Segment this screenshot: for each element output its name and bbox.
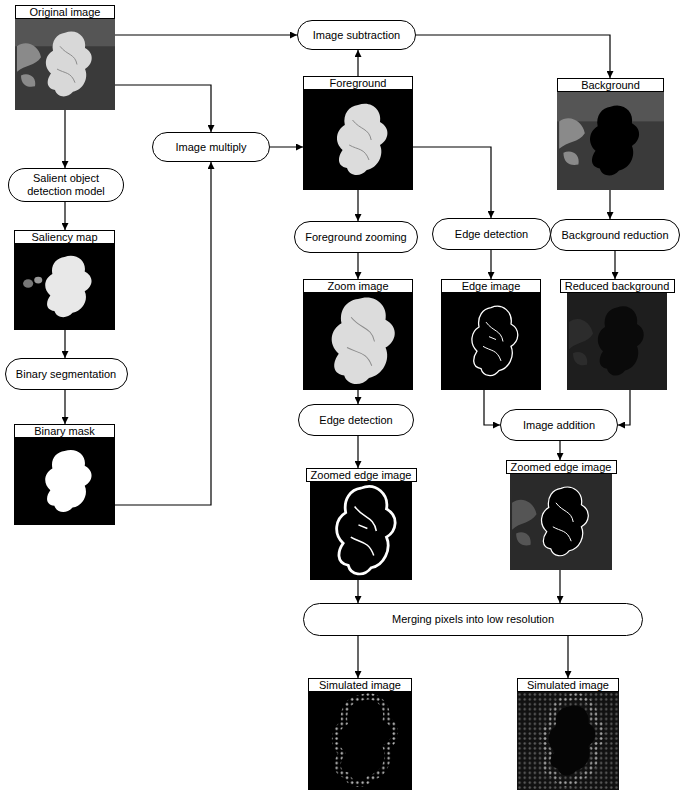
simulated-photo	[308, 692, 412, 790]
zoomed-edge-photo	[310, 482, 412, 580]
process-label: Binary segmentation	[16, 368, 116, 381]
process-box: Salient object detection model	[8, 168, 124, 202]
image-panel: Zoomed edge image	[510, 460, 612, 570]
arrow-connector	[618, 390, 630, 425]
image-panel: Saliency map	[14, 230, 115, 330]
process-box: Merging pixels into low resolution	[303, 603, 643, 636]
process-box: Edge detection	[432, 218, 551, 250]
panel-heading: Reduced background	[560, 279, 675, 293]
process-box: Binary segmentation	[5, 358, 128, 390]
panel-heading: Simulated image	[308, 678, 412, 692]
arrow-connector	[270, 146, 303, 147]
image-panel: Foreground	[303, 76, 413, 190]
arrow-connector	[559, 441, 560, 460]
saliency-map	[14, 244, 115, 330]
panel-heading: Binary mask	[14, 424, 115, 438]
image-panel: Simulated image	[308, 678, 412, 790]
panel-heading: Original image	[15, 5, 115, 19]
arrow-connector	[357, 253, 358, 279]
panel-heading: Background	[557, 78, 664, 92]
arrow-connector	[484, 390, 500, 425]
arrow-connector	[357, 390, 358, 404]
edge-photo	[441, 293, 541, 390]
arrow-connector	[559, 570, 560, 603]
process-box: Image addition	[500, 409, 618, 441]
arrow-connector	[64, 390, 65, 424]
image-panel: Background	[557, 78, 664, 190]
foreground-photo	[303, 90, 413, 190]
arrow-connector	[614, 251, 615, 279]
process-label: Merging pixels into low resolution	[392, 613, 554, 626]
process-label: Image addition	[523, 419, 595, 432]
process-box: Foreground zooming	[294, 221, 418, 253]
image-panel: Edge image	[441, 279, 541, 390]
arrow-connector	[413, 147, 491, 218]
process-box: Image subtraction	[297, 20, 416, 50]
panel-heading: Zoomed edge image	[506, 460, 617, 474]
image-panel: Binary mask	[14, 424, 115, 525]
panel-heading: Zoomed edge image	[306, 468, 417, 482]
arrow-connector	[64, 110, 65, 168]
image-panel: Reduced background	[567, 279, 667, 390]
binary-mask	[14, 438, 115, 525]
arrow-connector	[567, 636, 568, 678]
arrow-connector	[64, 202, 65, 230]
zoomed-edge-photo	[510, 474, 612, 570]
zoom-photo	[303, 293, 413, 390]
arrow-connector	[357, 580, 358, 603]
arrow-connector	[115, 85, 211, 132]
process-box: Background reduction	[550, 219, 680, 251]
process-label: Salient object detection model	[17, 172, 115, 198]
arrow-connector	[609, 190, 610, 219]
process-box: Image multiply	[152, 132, 270, 162]
process-label: Image subtraction	[313, 29, 400, 42]
arrow-connector	[64, 330, 65, 358]
original-photo	[15, 19, 115, 110]
panel-heading: Foreground	[303, 76, 413, 90]
background-photo	[557, 92, 664, 190]
panel-heading: Edge image	[441, 279, 541, 293]
process-box: Edge detection	[298, 404, 414, 436]
panel-heading: Zoom image	[303, 279, 413, 293]
image-panel: Zoom image	[303, 279, 413, 390]
process-label: Image multiply	[176, 141, 247, 154]
image-panel: Simulated image	[517, 678, 619, 790]
reduced-background-photo	[567, 293, 667, 390]
arrow-connector	[357, 50, 358, 76]
process-label: Foreground zooming	[305, 231, 407, 244]
simulated-photo	[517, 692, 619, 790]
arrow-connector	[115, 162, 211, 505]
panel-heading: Saliency map	[14, 230, 115, 244]
arrow-connector	[357, 636, 358, 678]
process-label: Background reduction	[561, 229, 668, 242]
arrow-connector	[115, 34, 297, 35]
image-panel: Zoomed edge image	[310, 468, 412, 580]
arrow-connector	[357, 190, 358, 221]
process-label: Edge detection	[455, 228, 528, 241]
arrow-connector	[357, 436, 358, 468]
process-label: Edge detection	[319, 414, 392, 427]
panel-heading: Simulated image	[517, 678, 619, 692]
arrow-connector	[490, 250, 491, 279]
image-panel: Original image	[15, 5, 115, 110]
arrow-connector	[416, 35, 610, 78]
